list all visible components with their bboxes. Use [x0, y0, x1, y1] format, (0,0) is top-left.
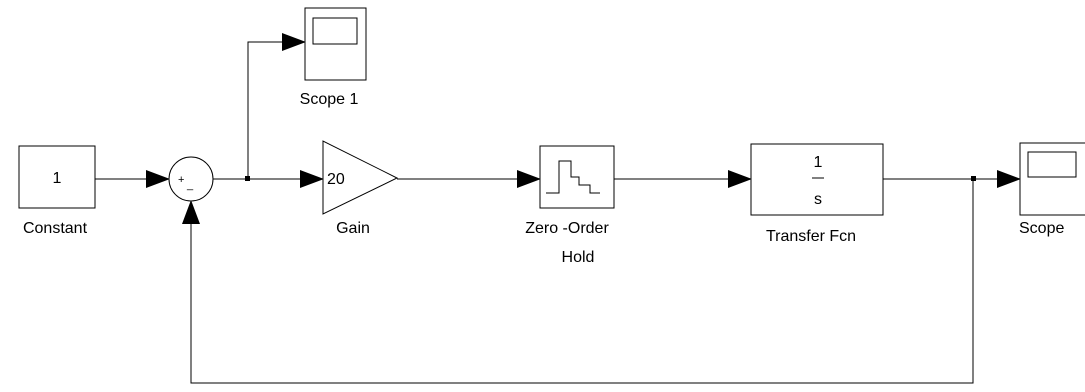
sum-plus-sign: +	[178, 174, 184, 186]
tf-label: Transfer Fcn	[766, 228, 856, 245]
zoh-label-line1: Zero -Order	[525, 220, 609, 237]
tf-denominator: s	[814, 191, 822, 208]
scope-screen	[1027, 151, 1077, 178]
zero-order-hold-block[interactable]: Zero -Order Hold	[525, 145, 615, 266]
gain-value: 20	[327, 171, 345, 188]
gain-label: Gain	[336, 220, 370, 237]
constant-label: Constant	[23, 220, 88, 237]
wire-branch-to-scope1[interactable]	[247, 33, 306, 179]
wire-feedback[interactable]	[182, 179, 974, 384]
scope1-screen	[312, 17, 358, 45]
scope-label: Scope	[1019, 220, 1064, 237]
scope1-block[interactable]: Scope 1	[300, 7, 367, 108]
sum-minus-sign: _	[186, 179, 194, 191]
transfer-fcn-block[interactable]: 1 s Transfer Fcn	[750, 143, 884, 245]
branch-point-2	[971, 176, 976, 181]
gain-block[interactable]: 20 Gain	[322, 140, 399, 237]
constant-block[interactable]: 1 Constant	[18, 145, 96, 237]
scope1-label: Scope 1	[300, 91, 359, 108]
tf-numerator: 1	[814, 154, 823, 171]
zoh-staircase-icon	[546, 160, 600, 194]
zoh-label-line2: Hold	[562, 249, 595, 266]
sum-block[interactable]: + _	[168, 156, 214, 202]
branch-point-1	[245, 176, 250, 181]
scope-block[interactable]: Scope	[1019, 142, 1085, 237]
constant-value: 1	[53, 170, 62, 187]
